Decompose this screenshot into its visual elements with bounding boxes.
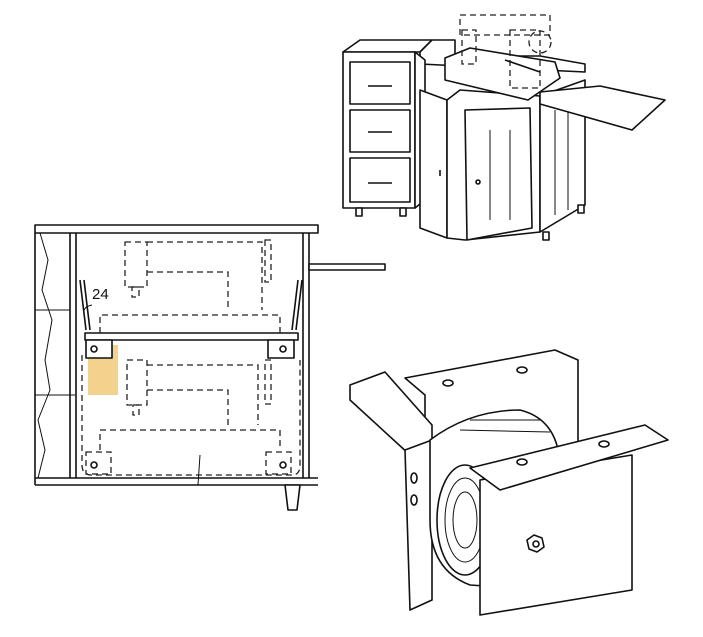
cabinet-perspective-figure (342, 14, 666, 241)
motor-bracket-figure (349, 349, 669, 616)
cabinet-front-view-figure (34, 224, 386, 511)
reference-numeral-24: 24 (92, 286, 109, 303)
